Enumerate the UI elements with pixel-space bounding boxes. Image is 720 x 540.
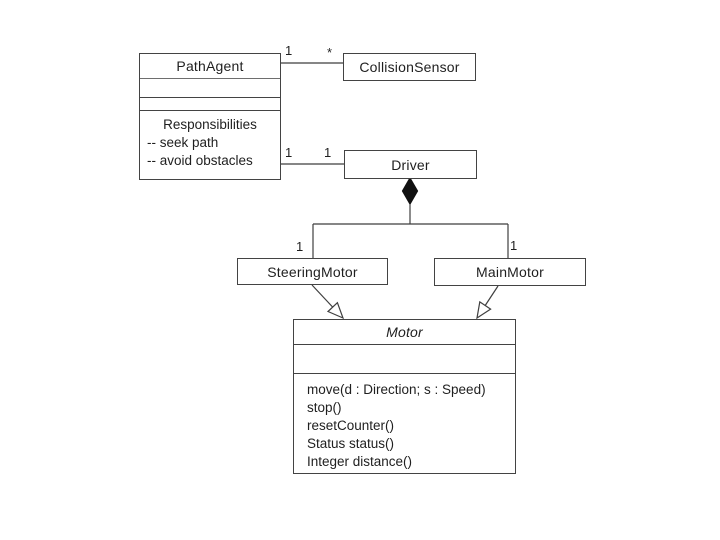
generalization-mainmotor-motor xyxy=(476,285,499,320)
multiplicity-mainmotor: 1 xyxy=(510,238,518,253)
operation-distance: Integer distance() xyxy=(307,454,413,469)
operation-status: Status status() xyxy=(307,436,395,451)
class-name-steeringmotor: SteeringMotor xyxy=(267,263,358,280)
pathagent-responsibilities-compartment: Responsibilities -- seek path -- avoid o… xyxy=(140,111,280,179)
responsibilities-heading: Responsibilities xyxy=(163,117,257,132)
responsibility-item: -- seek path xyxy=(147,135,219,150)
multiplicity-pathagent-side-driver: 1 xyxy=(285,145,293,160)
multiplicity-collisionsensor-side: * xyxy=(327,45,333,60)
composition-driver-motors xyxy=(312,176,509,258)
motor-attributes-compartment xyxy=(294,345,515,374)
generalization-steeringmotor-motor xyxy=(311,284,345,320)
class-box-driver: Driver xyxy=(344,150,477,179)
multiplicity-driver-side: 1 xyxy=(324,145,332,160)
class-box-collisionsensor: CollisionSensor xyxy=(343,53,476,81)
multiplicity-steeringmotor: 1 xyxy=(296,239,304,254)
generalization-arrowhead-icon xyxy=(476,300,492,320)
responsibility-item: -- avoid obstacles xyxy=(147,153,253,168)
multiplicity-pathagent-side-collisionsensor: 1 xyxy=(285,43,293,58)
pathagent-operations-compartment xyxy=(140,98,280,111)
class-box-pathagent: PathAgent Responsibilities -- seek path … xyxy=(139,53,281,180)
class-box-mainmotor: MainMotor xyxy=(434,258,586,286)
class-box-steeringmotor: SteeringMotor xyxy=(237,258,388,285)
class-name-motor: Motor xyxy=(294,320,515,345)
class-name-collisionsensor: CollisionSensor xyxy=(359,59,460,75)
generalization-arrowhead-icon xyxy=(326,301,345,320)
pathagent-attributes-compartment xyxy=(140,79,280,98)
class-box-motor: Motor move(d : Direction; s : Speed) sto… xyxy=(293,319,516,474)
composition-diamond-icon xyxy=(401,176,419,206)
motor-operations-compartment: move(d : Direction; s : Speed) stop() re… xyxy=(294,374,515,473)
operation-stop: stop() xyxy=(307,400,342,415)
operation-resetcounter: resetCounter() xyxy=(307,418,395,433)
operation-move: move(d : Direction; s : Speed) xyxy=(307,382,486,397)
class-name-pathagent: PathAgent xyxy=(140,54,280,79)
class-name-driver: Driver xyxy=(391,156,430,173)
class-name-mainmotor: MainMotor xyxy=(476,264,544,280)
